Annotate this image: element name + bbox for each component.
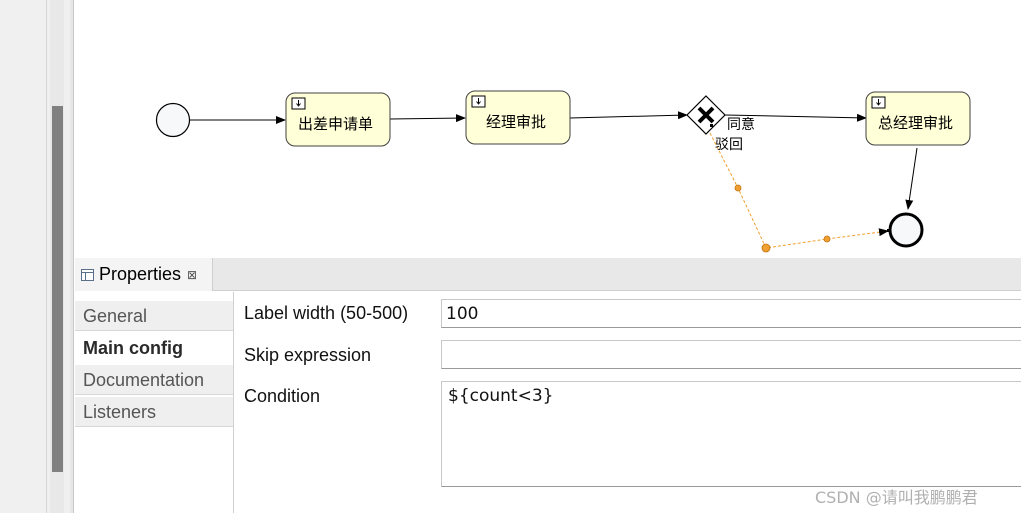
label-width-label: Label width (50-500) xyxy=(244,303,409,323)
skip-expression-input[interactable] xyxy=(441,340,1021,369)
nav-tab-main-config[interactable]: Main config xyxy=(75,332,233,363)
end-event[interactable] xyxy=(888,212,924,248)
condition-textarea[interactable]: ${count<3} xyxy=(441,381,1021,487)
canvas-border xyxy=(70,0,74,513)
flow-label-reject[interactable]: 驳回 xyxy=(715,137,743,153)
flow-agree[interactable] xyxy=(724,113,867,122)
task-gm-approve[interactable] xyxy=(865,91,971,146)
nav-tab-documentation[interactable]: Documentation xyxy=(75,364,233,395)
flow-gm-to-end[interactable] xyxy=(905,147,918,210)
user-task-icon xyxy=(471,95,486,108)
gutter-divider xyxy=(46,0,47,513)
properties-tab-title: Properties xyxy=(99,264,182,284)
gateway-anchor xyxy=(710,124,713,127)
watermark: CSDN @请叫我鹏鹏君 xyxy=(815,488,978,507)
task-manager-approve[interactable] xyxy=(465,90,571,145)
properties-tab[interactable]: Properties ⊠ xyxy=(75,258,213,291)
flow-manager-to-gateway[interactable] xyxy=(569,111,688,120)
properties-panel: General Main config Documentation Listen… xyxy=(75,292,1021,513)
nav-divider xyxy=(233,292,234,513)
task-label-manager: 经理审批 xyxy=(486,113,547,131)
properties-nav: General Main config Documentation Listen… xyxy=(75,300,233,428)
vertical-scrollbar-thumb[interactable] xyxy=(52,106,63,472)
task-label-gm: 总经理审批 xyxy=(878,114,954,132)
task-label-apply: 出差申请单 xyxy=(298,115,374,133)
flow-reject-handle[interactable] xyxy=(761,243,771,253)
exclusive-gateway[interactable] xyxy=(686,95,726,135)
flow-reject-handle[interactable] xyxy=(823,235,831,243)
nav-tab-listeners[interactable]: Listeners xyxy=(75,396,233,427)
bpmn-canvas[interactable]: 出差申请单 经理审批 总经理审批 同意 驳回 xyxy=(75,0,1021,254)
flow-label-agree[interactable]: 同意 xyxy=(727,117,755,133)
properties-view-header: Properties ⊠ xyxy=(75,258,1021,291)
flow-reject-handle[interactable] xyxy=(734,184,742,192)
user-task-icon xyxy=(291,97,306,110)
nav-tab-general[interactable]: General xyxy=(75,300,233,331)
skip-expression-label: Skip expression xyxy=(244,345,372,365)
start-event[interactable] xyxy=(155,102,191,138)
end-event-anchor xyxy=(887,229,890,232)
flow-apply-to-manager[interactable] xyxy=(389,114,466,123)
properties-icon xyxy=(81,268,94,281)
task-apply[interactable] xyxy=(285,92,391,147)
close-icon[interactable]: ⊠ xyxy=(187,267,198,282)
user-task-icon xyxy=(871,96,886,109)
bpmn-diagram xyxy=(155,90,971,253)
label-width-input[interactable] xyxy=(441,299,1021,328)
condition-label: Condition xyxy=(244,386,321,406)
